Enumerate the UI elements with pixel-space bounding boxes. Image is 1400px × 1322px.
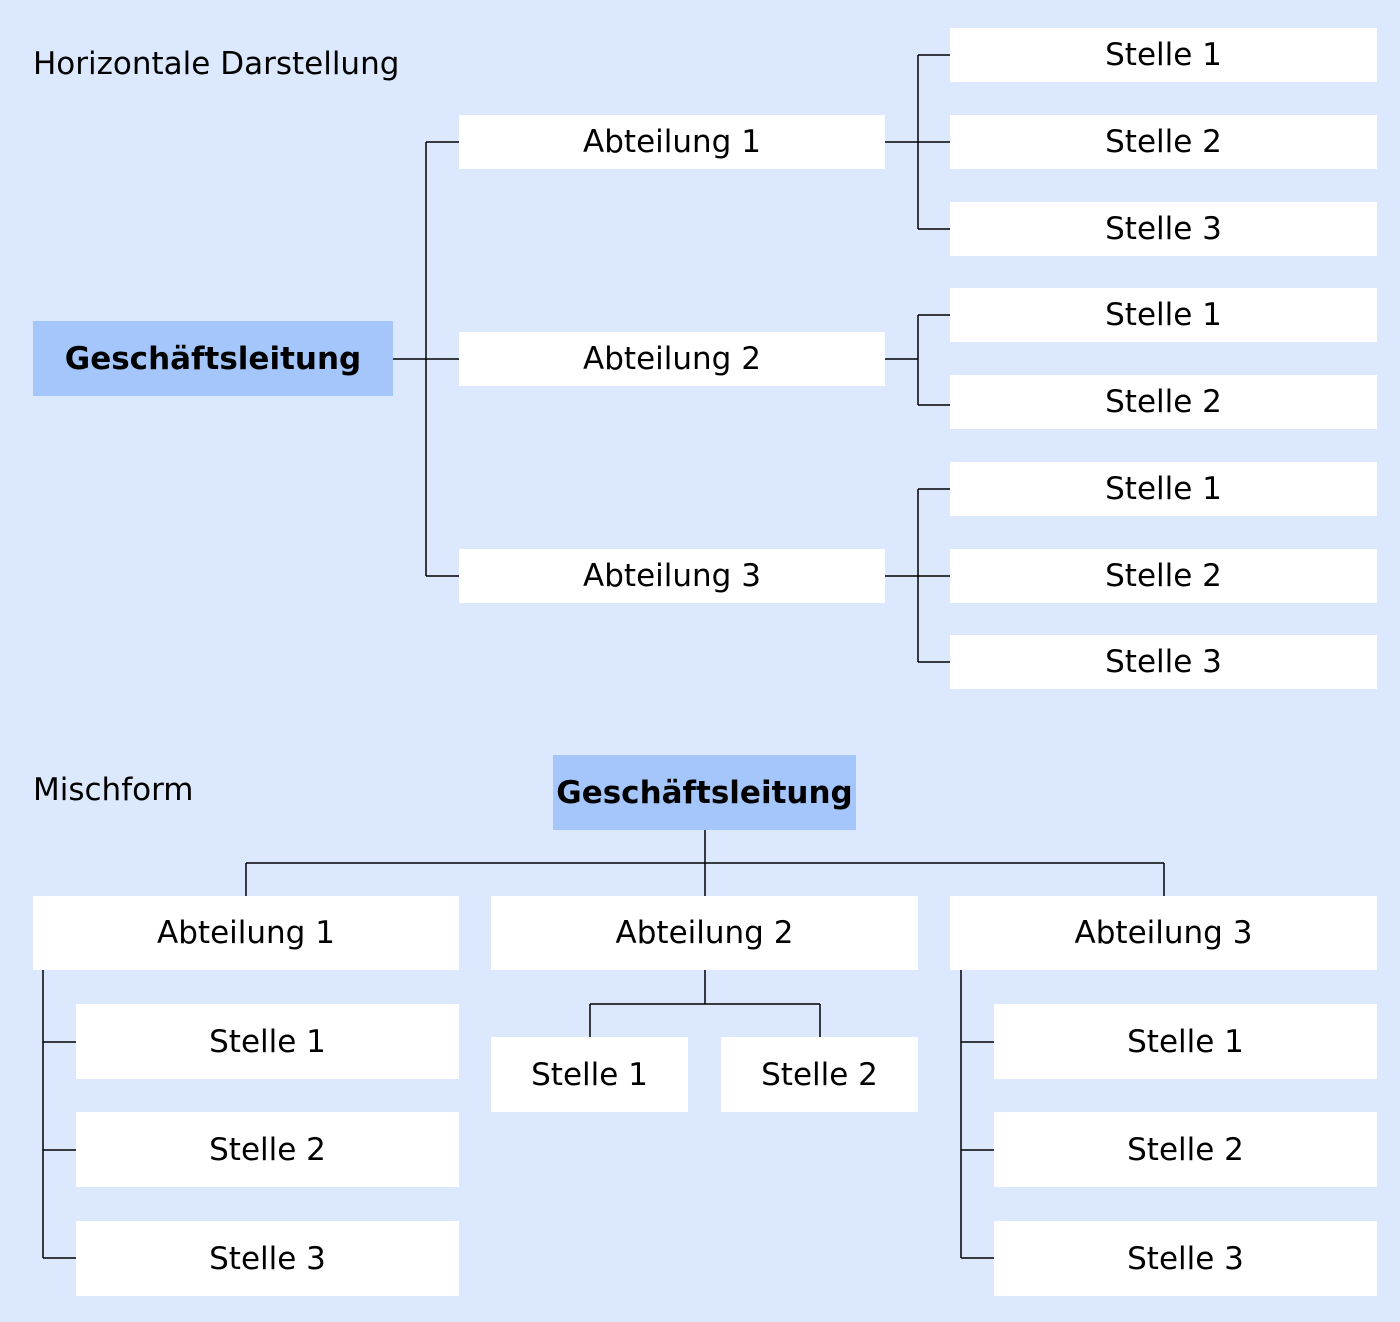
horizontal-department-3-node: Abteilung 3 — [459, 549, 885, 603]
horizontal-heading: Horizontale Darstellung — [33, 46, 400, 82]
mixed-dept3-position-3-node: Stelle 3 — [994, 1221, 1377, 1296]
horizontal-management-node: Geschäftsleitung — [33, 321, 393, 396]
horizontal-dept1-position-1-node: Stelle 1 — [950, 28, 1377, 82]
mixed-dept2-position-2-node: Stelle 2 — [721, 1037, 918, 1112]
mixed-department-3-node: Abteilung 3 — [950, 896, 1377, 970]
horizontal-dept2-position-1-node: Stelle 1 — [950, 288, 1377, 342]
mixed-department-2-node: Abteilung 2 — [491, 896, 918, 970]
mixed-dept1-position-3-node: Stelle 3 — [76, 1221, 459, 1296]
mixed-dept3-position-2-node: Stelle 2 — [994, 1112, 1377, 1187]
horizontal-dept3-position-3-node: Stelle 3 — [950, 635, 1377, 689]
horizontal-dept2-position-2-node: Stelle 2 — [950, 375, 1377, 429]
mixed-management-node: Geschäftsleitung — [553, 755, 856, 830]
mixed-department-1-node: Abteilung 1 — [33, 896, 459, 970]
horizontal-department-2-node: Abteilung 2 — [459, 332, 885, 386]
mixed-dept3-position-1-node: Stelle 1 — [994, 1004, 1377, 1079]
mixed-dept1-position-2-node: Stelle 2 — [76, 1112, 459, 1187]
horizontal-dept3-position-2-node: Stelle 2 — [950, 549, 1377, 603]
horizontal-dept3-position-1-node: Stelle 1 — [950, 462, 1377, 516]
mixed-heading: Mischform — [33, 772, 194, 808]
horizontal-department-1-node: Abteilung 1 — [459, 115, 885, 169]
mixed-dept2-position-1-node: Stelle 1 — [491, 1037, 688, 1112]
horizontal-dept1-position-2-node: Stelle 2 — [950, 115, 1377, 169]
mixed-dept1-position-1-node: Stelle 1 — [76, 1004, 459, 1079]
horizontal-dept1-position-3-node: Stelle 3 — [950, 202, 1377, 256]
